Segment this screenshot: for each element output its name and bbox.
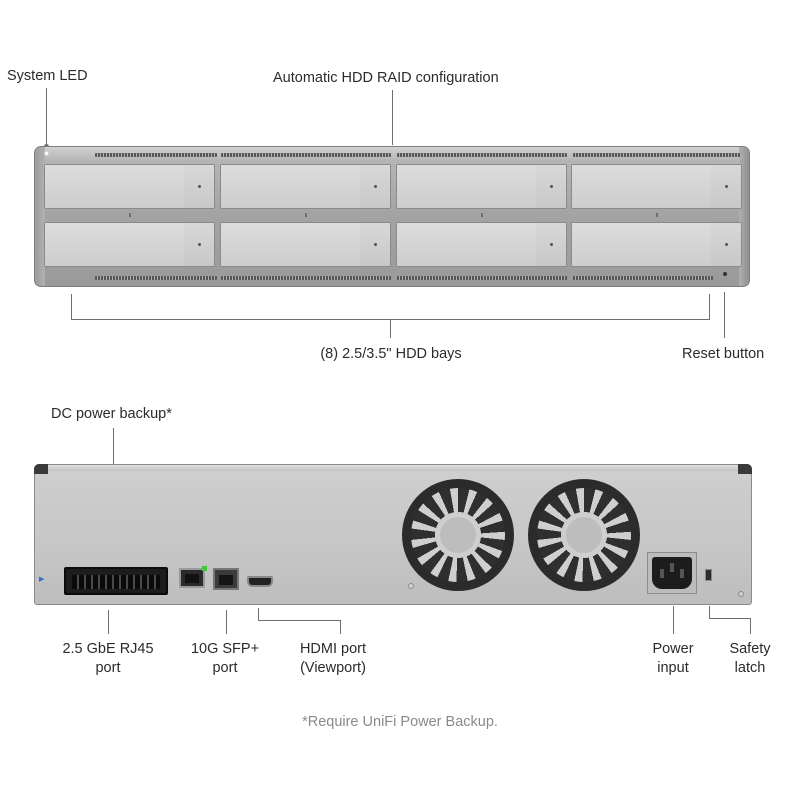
reset-button-label: Reset button: [682, 346, 765, 362]
bay-handle[interactable]: [360, 165, 390, 208]
hdd-bay-3[interactable]: [396, 164, 567, 209]
hdd-bay-8[interactable]: [571, 222, 742, 267]
bay-handle[interactable]: [360, 223, 390, 266]
latch-leader-drop: [750, 618, 751, 634]
nvr-rear-chassis: ▶: [34, 464, 752, 605]
hdmi-label-line1: HDMI port: [299, 641, 367, 657]
sfp-plus-port[interactable]: [213, 568, 239, 590]
bay-handle[interactable]: [711, 165, 741, 208]
power-input-socket[interactable]: [647, 552, 697, 594]
raid-label: Automatic HDD RAID configuration: [273, 70, 499, 86]
hdd-bay-4[interactable]: [571, 164, 742, 209]
hdmi-label: HDMI port (Viewport): [300, 640, 366, 678]
power-label-line2: input: [657, 660, 689, 676]
power-backup-icon: ▶: [39, 576, 45, 583]
bays-bracket-bottom: [71, 319, 710, 320]
safety-latch[interactable]: [705, 569, 712, 581]
bay-divider: [656, 213, 658, 217]
rear-left-ear: [34, 464, 48, 474]
hdd-bay-7[interactable]: [396, 222, 567, 267]
screw-icon: [738, 591, 744, 597]
front-left-cap: [35, 147, 45, 286]
dc-power-backup-port[interactable]: [64, 567, 168, 595]
system-led-label: System LED: [7, 68, 88, 84]
latch-leader-vertical: [709, 606, 710, 618]
bay-handle[interactable]: [184, 223, 214, 266]
bay-handle[interactable]: [184, 165, 214, 208]
rj45-label-line1: 2.5 GbE RJ45: [62, 641, 154, 657]
top-vent: [95, 153, 217, 157]
fan-icon: [528, 479, 640, 591]
hdmi-port[interactable]: [247, 576, 273, 587]
footnote: *Require UniFi Power Backup.: [302, 714, 498, 730]
bottom-vent: [573, 276, 713, 280]
top-vent: [221, 153, 391, 157]
nvr-front-chassis: ​: [34, 146, 750, 287]
hdd-bay-5[interactable]: [44, 222, 215, 267]
latch-leader-horizontal: [709, 618, 750, 619]
safety-latch-label: Safety latch: [729, 640, 770, 678]
hdmi-leader-drop: [340, 620, 341, 634]
bay-divider: [305, 213, 307, 217]
bottom-vent: [397, 276, 567, 280]
power-leader: [673, 606, 674, 634]
rj45-label: 2.5 GbE RJ45 port: [62, 640, 153, 678]
bottom-vent: [95, 276, 217, 280]
fan-icon: [402, 479, 514, 591]
latch-label-line1: Safety: [729, 641, 771, 657]
rj45-port[interactable]: [179, 568, 205, 588]
latch-label-line2: latch: [734, 660, 766, 676]
system-led: [45, 152, 48, 155]
bays-leader: [390, 320, 391, 338]
rear-top-lip: [35, 465, 751, 471]
power-input-label: Power input: [652, 640, 693, 678]
reset-leader: [724, 292, 725, 338]
power-label-line1: Power: [652, 641, 694, 657]
hdd-bay-6[interactable]: [220, 222, 391, 267]
bay-divider: [481, 213, 483, 217]
hdd-bay-2[interactable]: [220, 164, 391, 209]
bay-handle[interactable]: [711, 223, 741, 266]
sfp-label-line2: port: [212, 660, 238, 676]
rj45-leader: [108, 610, 109, 634]
hdd-bays-label: (8) 2.5/3.5" HDD bays: [320, 346, 462, 362]
rj45-label-line2: port: [95, 660, 121, 676]
front-top-strip: [35, 147, 749, 161]
top-vent: [397, 153, 567, 157]
hdmi-label-line2: (Viewport): [300, 660, 366, 676]
front-right-cap: [739, 147, 749, 286]
bottom-vent: [221, 276, 391, 280]
raid-leader: [392, 90, 393, 145]
reset-button[interactable]: [723, 272, 727, 276]
bay-divider: [129, 213, 131, 217]
system-led-leader: [46, 88, 47, 146]
sfp-label: 10G SFP+ port: [191, 640, 259, 678]
sfp-status-led: [202, 566, 207, 571]
hdd-bay-1[interactable]: [44, 164, 215, 209]
hdmi-leader-horizontal: [258, 620, 340, 621]
top-vent: [573, 153, 741, 157]
bay-handle[interactable]: [536, 165, 566, 208]
hdmi-leader-vertical: [258, 608, 259, 620]
bays-bracket-right: [709, 294, 710, 319]
sfp-leader: [226, 610, 227, 634]
screw-icon: [408, 583, 414, 589]
bay-handle[interactable]: [536, 223, 566, 266]
sfp-label-line1: 10G SFP+: [190, 641, 260, 657]
rear-right-ear: [738, 464, 752, 474]
bays-bracket-left: [71, 294, 72, 319]
dc-power-backup-label: DC power backup*: [51, 406, 172, 422]
